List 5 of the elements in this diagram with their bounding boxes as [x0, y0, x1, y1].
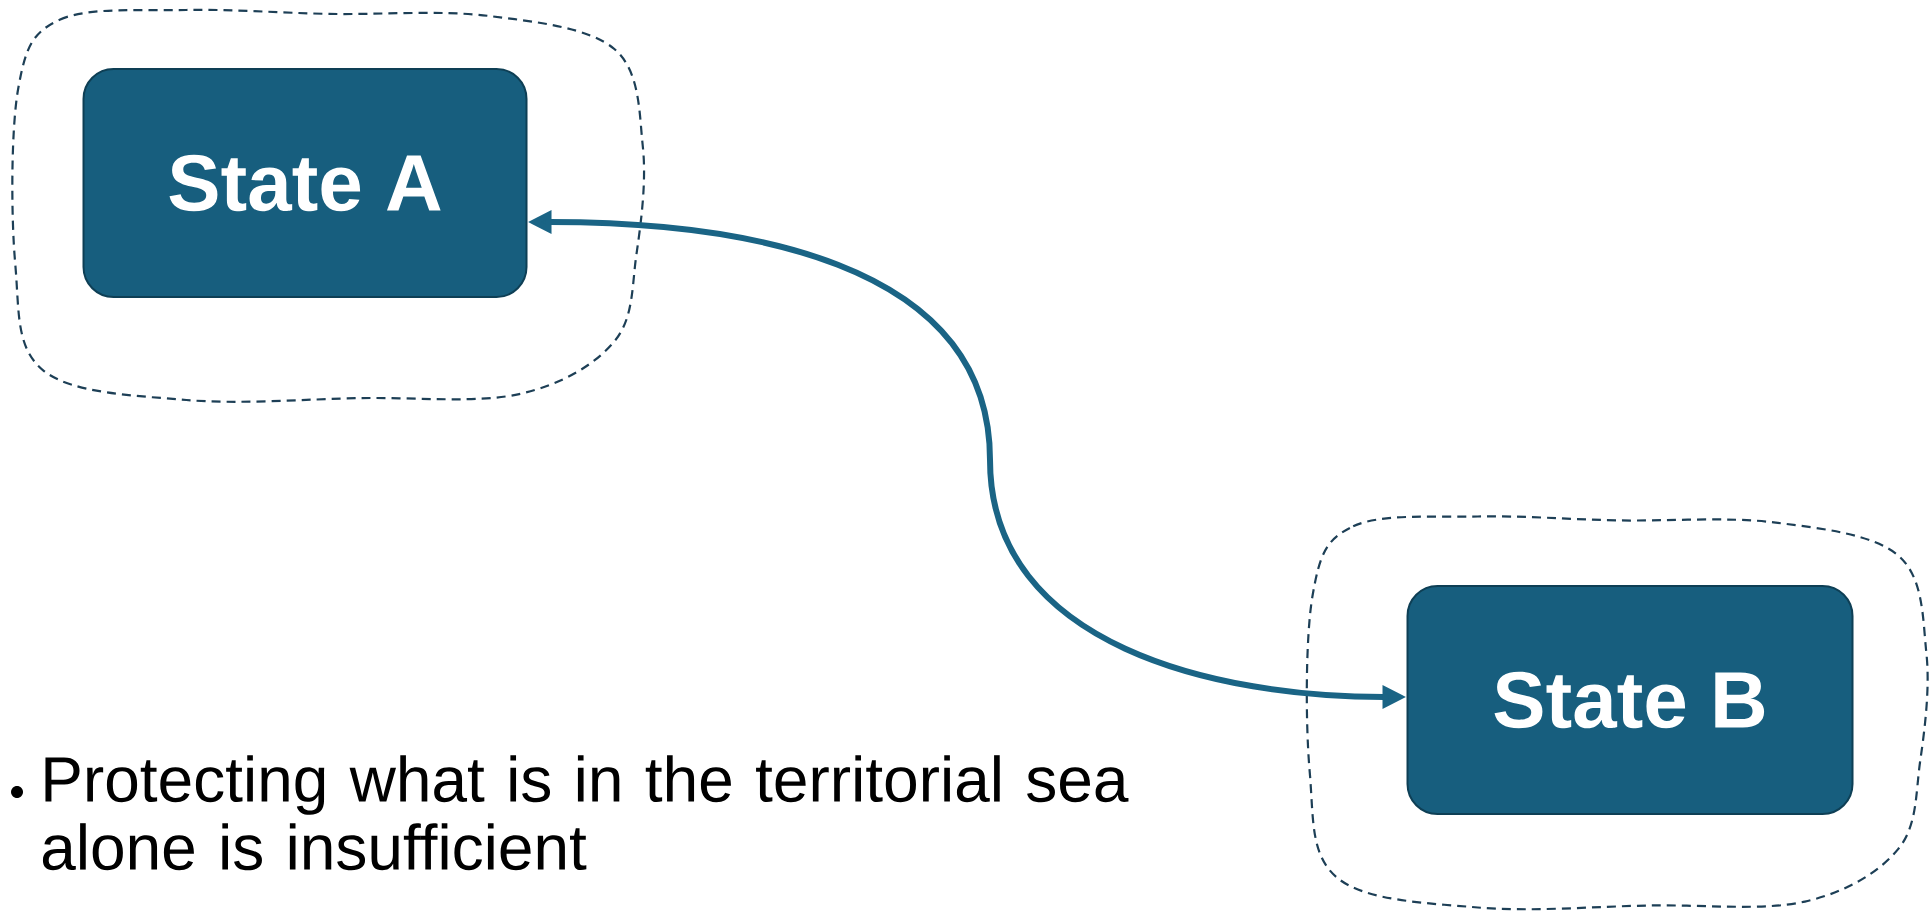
state-box: State A [82, 68, 528, 298]
bullet-text: Protecting what is in the territorial sea alone is insufficient [42, 755, 1129, 871]
state-box: State B [1406, 585, 1854, 815]
dashed-outline [11, 8, 646, 403]
dashed-outline [1305, 515, 1929, 911]
